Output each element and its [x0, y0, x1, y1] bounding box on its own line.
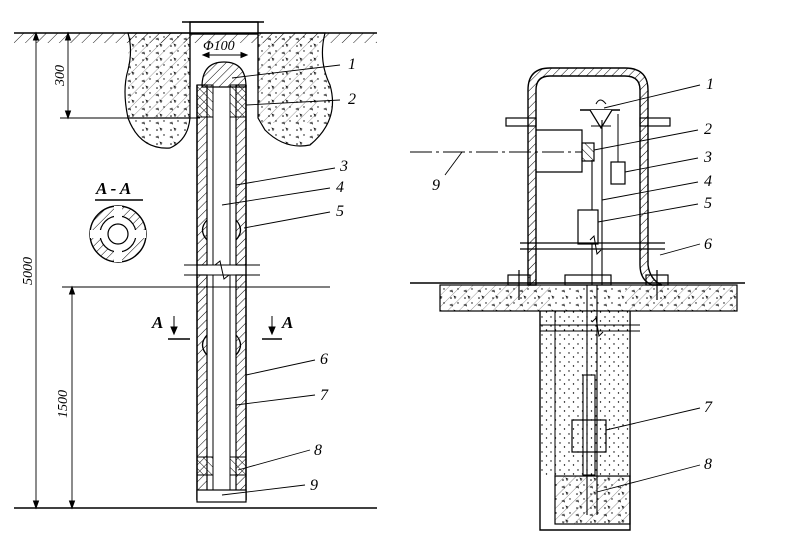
- right-callout-8: 8: [704, 456, 712, 473]
- left-callout-7: 7: [320, 387, 329, 404]
- section-a-a-view: [89, 205, 147, 263]
- section-mark-right: A: [281, 313, 293, 332]
- left-callout-8: 8: [314, 442, 322, 459]
- dome-marker: [201, 61, 247, 88]
- section-title: A - A: [95, 179, 131, 198]
- dimension-top: 300: [53, 65, 68, 87]
- right-callout-6: 6: [704, 236, 712, 253]
- housing-shell: [527, 67, 663, 286]
- right-callout-4: 4: [704, 173, 712, 190]
- ground-hatch-strip: [14, 33, 377, 43]
- left-callout-2: 2: [348, 91, 356, 108]
- beam-label: 9: [432, 177, 440, 194]
- right-drawing: [410, 67, 745, 531]
- left-callout-1: 1: [348, 56, 356, 73]
- left-callout-4: 4: [336, 179, 344, 196]
- section-mark-left: A: [151, 313, 163, 332]
- left-drawing: [14, 21, 377, 510]
- right-callout-7: 7: [704, 399, 713, 416]
- left-callout-6: 6: [320, 351, 328, 368]
- left-callout-9: 9: [310, 477, 318, 494]
- left-callout-5: 5: [336, 203, 344, 220]
- left-callout-3: 3: [339, 158, 348, 175]
- right-callout-5: 5: [704, 195, 712, 212]
- dimension-lower: 1500: [56, 390, 71, 418]
- right-callout-2: 2: [704, 121, 712, 138]
- diameter-label: Φ100: [203, 39, 235, 54]
- right-callout-1: 1: [706, 76, 714, 93]
- right-callout-3: 3: [703, 149, 712, 166]
- dimension-overall: 5000: [21, 257, 36, 285]
